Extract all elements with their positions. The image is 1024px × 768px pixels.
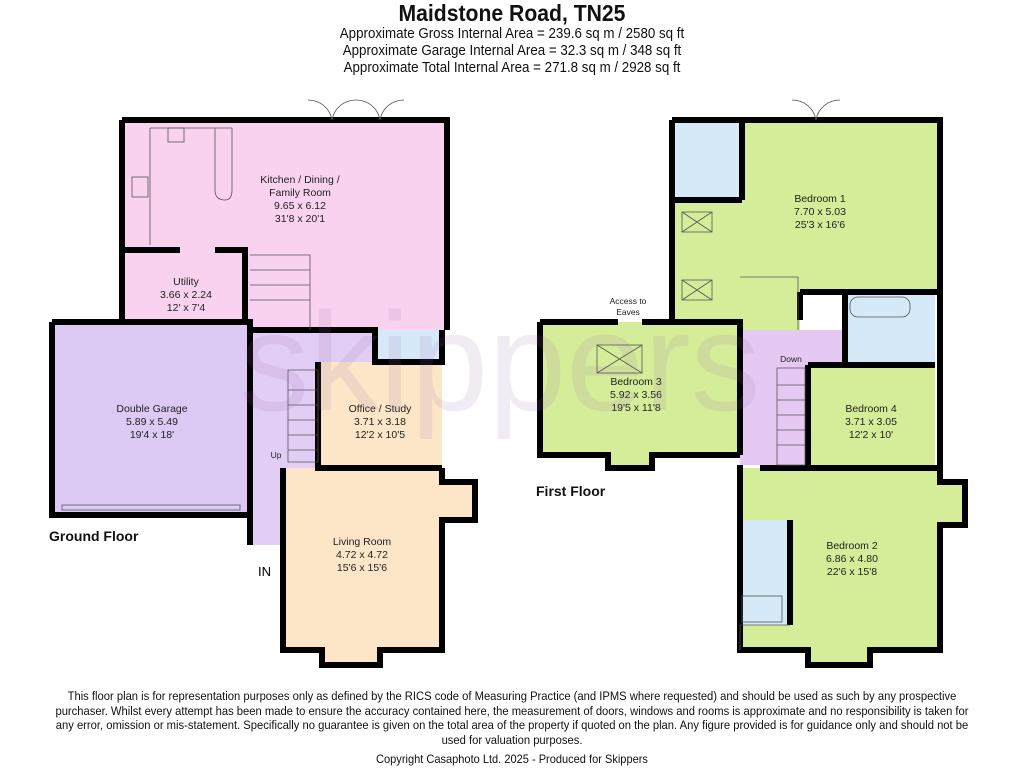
bedroom2-name: Bedroom 2	[826, 540, 878, 552]
plan-title: Maidstone Road, TN25	[398, 0, 626, 26]
living-imperial: 15'6 x 15'6	[337, 562, 387, 574]
garage-metric: 5.89 x 5.49	[126, 416, 178, 428]
first-floor-label: First Floor	[536, 483, 606, 499]
ensuite2-room	[740, 520, 790, 625]
bedroom4-imperial: 12'2 x 10'	[849, 429, 893, 441]
stairs-up-label: Up	[271, 450, 282, 460]
bedroom2-metric: 6.86 x 4.80	[826, 553, 878, 565]
office-name: Office / Study	[349, 403, 413, 415]
living-metric: 4.72 x 4.72	[336, 549, 388, 561]
office-metric: 3.71 x 3.18	[354, 416, 406, 428]
kitchen-room	[122, 120, 447, 330]
office-room	[318, 362, 442, 468]
bedroom3-name: Bedroom 3	[610, 376, 662, 388]
bedroom2-room	[740, 468, 965, 665]
wc-room	[375, 330, 442, 362]
living-room	[283, 468, 475, 665]
kitchen-imperial: 31'8 x 20'1	[275, 213, 325, 225]
bedroom3-metric: 5.92 x 3.56	[610, 389, 662, 401]
disclaimer-text: This floor plan is for representation pu…	[55, 689, 969, 747]
bedroom3-imperial: 19'5 x 11'8	[611, 402, 661, 414]
ground-floor: Kitchen / Dining / Family Room 9.65 x 6.…	[49, 99, 478, 668]
office-imperial: 12'2 x 10'5	[355, 429, 405, 441]
bedroom1-name: Bedroom 1	[794, 193, 846, 205]
kitchen-name-2: Family Room	[269, 187, 331, 199]
utility-metric: 3.66 x 2.24	[160, 289, 212, 301]
gross-area: Approximate Gross Internal Area = 239.6 …	[339, 26, 685, 42]
skippers-watermark: skippers	[239, 283, 760, 440]
garage-room	[52, 322, 250, 515]
garage-imperial: 19'4 x 18'	[130, 429, 174, 441]
bedroom1-imperial: 25'3 x 16'6	[795, 219, 845, 231]
entrance-label: IN	[258, 564, 271, 579]
stairs-down-label: Down	[780, 354, 802, 364]
bedroom4-metric: 3.71 x 3.05	[845, 416, 897, 428]
bedroom4-name: Bedroom 4	[845, 403, 897, 415]
bedroom4-room	[808, 365, 935, 468]
svg-text:Kitchen / Dining /: Kitchen / Dining /	[260, 174, 339, 186]
utility-imperial: 12' x 7'4	[167, 302, 206, 314]
ensuite1-room	[672, 120, 742, 200]
copyright-text: Copyright Casaphoto Ltd. 2025 - Produced…	[376, 752, 648, 766]
garage-name: Double Garage	[116, 403, 187, 415]
ground-floor-label: Ground Floor	[49, 528, 139, 544]
eaves-label: Access to	[610, 296, 647, 306]
garage-area: Approximate Garage Internal Area = 32.3 …	[342, 43, 682, 59]
kitchen-name: Kitchen / Dining /	[260, 174, 339, 186]
bedroom3-room	[540, 322, 740, 468]
first-floor: Bedroom 1 7.70 x 5.03 25'3 x 16'6 Bedroo…	[536, 99, 968, 668]
utility-name: Utility	[173, 276, 199, 288]
bedroom1-metric: 7.70 x 5.03	[794, 206, 846, 218]
eaves-label-2: Eaves	[616, 307, 640, 317]
kitchen-metric: 9.65 x 6.12	[274, 200, 326, 212]
bathroom-room	[845, 292, 935, 365]
living-name: Living Room	[333, 536, 392, 548]
bedroom2-imperial: 22'6 x 15'8	[827, 566, 877, 578]
total-area: Approximate Total Internal Area = 271.8 …	[343, 60, 681, 76]
